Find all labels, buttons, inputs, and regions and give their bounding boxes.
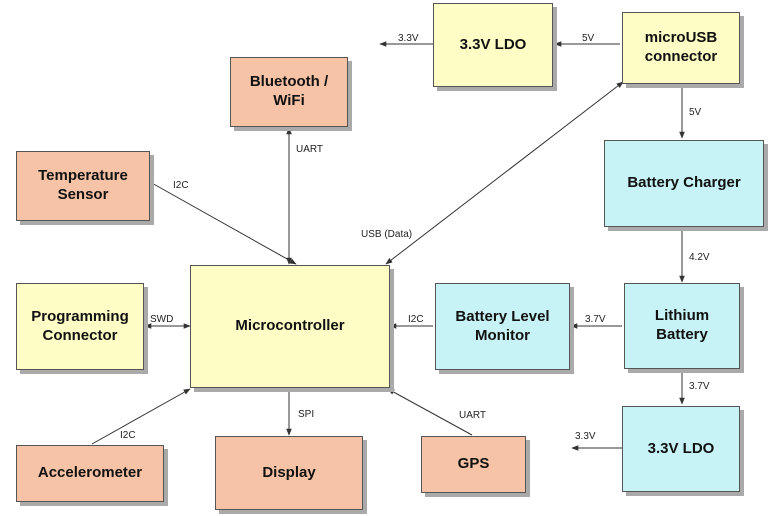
temperature-sensor-block: Temperature Sensor (16, 151, 150, 221)
label-ldo-top-out: 3.3V (398, 33, 419, 44)
microusb-connector-block: microUSB connector (622, 12, 740, 84)
label-battery-to-ldo: 3.7V (689, 381, 710, 392)
label-display-spi: SPI (298, 409, 315, 420)
accelerometer-block: Accelerometer (16, 445, 164, 502)
gps-block: GPS (421, 436, 526, 493)
label-monitor-i2c: I2C (408, 314, 424, 325)
label-charger-to-battery: 4.2V (689, 252, 710, 263)
label-gps-uart: UART (459, 410, 487, 421)
battery-charger-block: Battery Charger (604, 140, 764, 227)
label-bluetooth-uart: UART (296, 144, 324, 155)
ldo-top-block: 3.3V LDO (433, 3, 553, 87)
wire-gps-uart (387, 388, 473, 436)
lithium-battery-block: Lithium Battery (624, 283, 740, 369)
label-usb-data: USB (Data) (361, 229, 413, 240)
display-block: Display (215, 436, 363, 510)
microcontroller-block: Microcontroller (190, 265, 390, 388)
bluetooth-wifi-block: Bluetooth / WiFi (230, 57, 348, 127)
label-temperature-i2c: I2C (173, 180, 189, 191)
wire-usb-data (385, 81, 624, 265)
label-ldo-bottom-out: 3.3V (575, 431, 596, 442)
ldo-bottom-block: 3.3V LDO (622, 406, 740, 492)
label-usb-to-ldo: 5V (582, 33, 595, 44)
wire-accelerometer-i2c (91, 388, 191, 445)
label-programming-swd: SWD (150, 314, 174, 325)
label-battery-to-monitor: 3.7V (585, 314, 606, 325)
label-accelerometer-i2c: I2C (120, 430, 136, 441)
battery-level-monitor-block: Battery Level Monitor (435, 283, 570, 370)
label-usb-to-charger: 5V (689, 107, 702, 118)
wire-temperature-i2c (149, 181, 297, 265)
programming-connector-block: Programming Connector (16, 283, 144, 370)
